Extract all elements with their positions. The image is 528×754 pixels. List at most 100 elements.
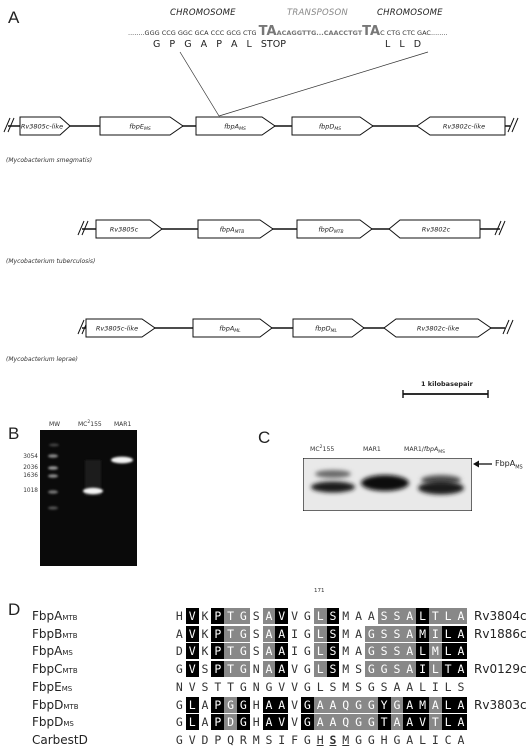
gene-fbpd-ms: fbpDMS [319, 123, 341, 133]
blot-band-mar1 [361, 475, 409, 491]
seq-transposon: ACAGGTTG...CAACCTGT [276, 29, 363, 37]
residue: T [224, 678, 237, 695]
residue: P [211, 625, 225, 642]
residue: T [224, 643, 237, 660]
residue: A [313, 696, 327, 713]
scale-bar-label: 1 kilobasepair [421, 380, 473, 388]
residue: G [352, 696, 365, 713]
residue: S [390, 608, 404, 624]
residue: G [300, 608, 314, 624]
residue: G [390, 731, 404, 748]
residue: M [339, 731, 353, 748]
residue: G [300, 661, 314, 678]
residue: G [364, 731, 378, 748]
gene-rv3805c-like-ms: Rv3805c-like [21, 123, 63, 131]
band-mar1 [111, 456, 133, 464]
western-blot [302, 457, 473, 512]
residue: A [454, 625, 468, 642]
residue: A [454, 731, 468, 748]
blot-lane-complemented: MAR1/fbpAMS [404, 446, 445, 456]
residue: A [364, 608, 378, 624]
residue: T [428, 714, 442, 731]
blot-arrow-icon [473, 460, 492, 468]
residue: M [428, 643, 442, 660]
residue: A [198, 696, 212, 713]
residue: A [262, 661, 276, 678]
gel-bands [48, 443, 133, 510]
residue: V [275, 608, 289, 624]
alignment-position: 171 [314, 588, 325, 594]
ladder-band [48, 506, 58, 510]
residue: A [390, 678, 404, 695]
residue: V [185, 608, 199, 624]
residue: K [198, 643, 212, 660]
alignment-protein-name: FbpAMTB [32, 609, 78, 623]
residue: C [441, 731, 455, 748]
residue: F [288, 731, 301, 748]
gel-size-2036: 2036 [23, 465, 38, 471]
residue: A [275, 696, 289, 713]
gel-size-1018: 1018 [23, 488, 38, 494]
residue: A [403, 696, 417, 713]
residue: A [275, 625, 289, 642]
ladder-band [48, 466, 58, 470]
break-mark [502, 319, 514, 335]
residue: G [300, 714, 314, 731]
residue: M [339, 643, 353, 660]
alignment-locus-tag: Rv1886c [474, 626, 527, 641]
panel-label-c: C [258, 428, 271, 447]
ladder-band [48, 474, 58, 478]
residue: M [416, 696, 429, 713]
residue: A [262, 714, 276, 731]
seq-ta-2: TA [362, 24, 381, 39]
alignment-locus-tag: Rv3804c [474, 609, 527, 623]
residue: V [185, 661, 199, 678]
residue: M [339, 661, 353, 678]
residue: L [313, 608, 327, 624]
residue: S [326, 731, 340, 748]
residue: G [236, 696, 250, 713]
residue: I [428, 731, 442, 748]
residue: G [364, 661, 378, 678]
residue: D [224, 714, 237, 731]
panel-label-d: D [8, 600, 21, 619]
residue: V [416, 714, 429, 731]
header-chromosome-left: CHROMOSOME [170, 8, 236, 18]
residue: L [441, 608, 455, 624]
amino-acids-right: L L D [385, 39, 422, 50]
residue: A [173, 625, 186, 642]
residue: G [352, 731, 365, 748]
blot-band-comp [418, 481, 464, 495]
residue: V [185, 643, 199, 660]
residue: A [198, 714, 212, 731]
residue: L [428, 661, 442, 678]
residue: I [428, 678, 442, 695]
insertion-pointer-left [179, 51, 220, 117]
residue: G [236, 643, 250, 660]
residue: Q [224, 731, 237, 748]
residue: T [377, 714, 391, 731]
residue: A [262, 696, 276, 713]
residue: H [313, 731, 327, 748]
residue: L [313, 678, 327, 695]
residue: P [211, 643, 225, 660]
residue: T [211, 678, 225, 695]
break-mark [507, 117, 519, 133]
residue: P [211, 714, 225, 731]
header-chromosome-right: CHROMOSOME [377, 8, 443, 18]
alignment-protein-name: FbpAMS [32, 644, 73, 659]
residue: A [352, 625, 365, 642]
residue: P [211, 696, 225, 713]
residue: S [326, 661, 340, 678]
residue: L [441, 714, 455, 731]
residue: A [326, 696, 340, 713]
residue: G [364, 714, 378, 731]
residue: H [377, 731, 391, 748]
residue: L [416, 643, 429, 660]
residue: S [326, 643, 340, 660]
residue: S [249, 625, 263, 642]
residue: G [236, 714, 250, 731]
